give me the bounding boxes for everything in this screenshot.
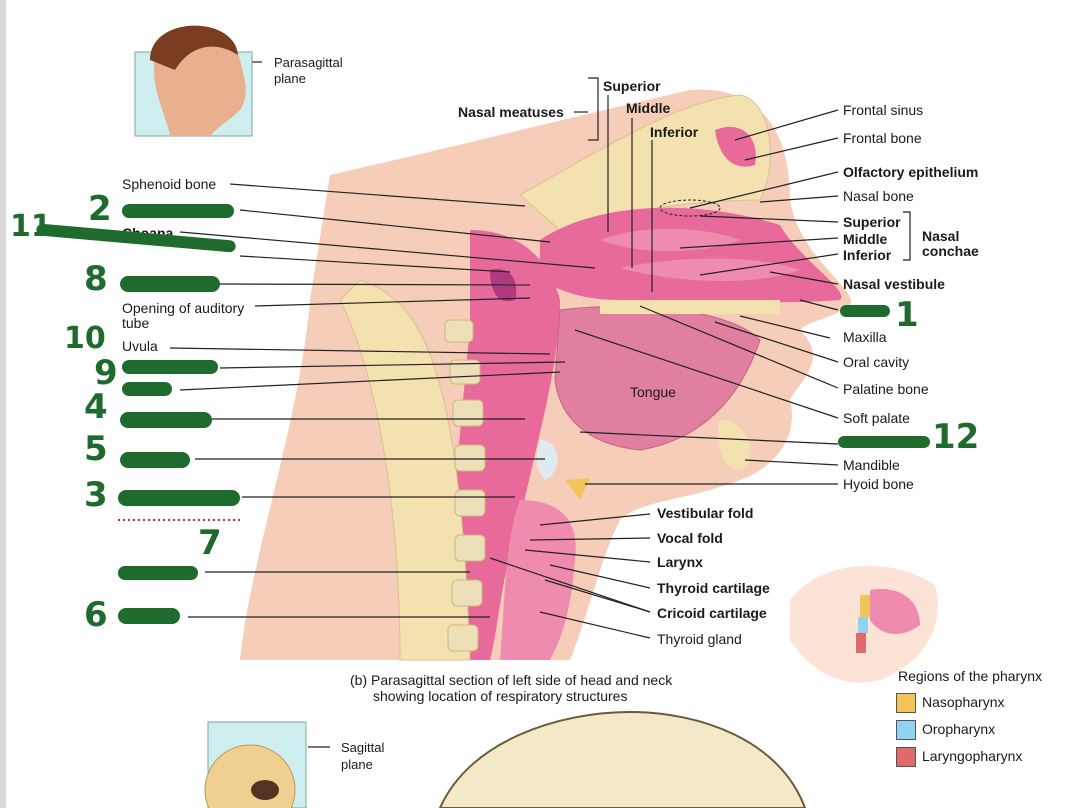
scribble-epiglottis xyxy=(120,452,190,468)
scribble-palatine-tonsil xyxy=(122,360,218,374)
scribble-nasopharynx xyxy=(120,276,220,292)
handwritten-10: 10 xyxy=(64,321,106,356)
concha-superior-label: Superior xyxy=(843,214,901,230)
tongue-label: Tongue xyxy=(630,384,676,400)
meatus-superior: Superior xyxy=(603,78,661,94)
scribble-fauces xyxy=(122,382,172,396)
handwritten-5: 5 xyxy=(84,429,108,469)
thyroid-gland-label: Thyroid gland xyxy=(657,631,742,647)
mandible-label: Mandible xyxy=(843,457,900,473)
scribble-oropharynx xyxy=(120,412,212,428)
sagittal-label-1: Sagittal xyxy=(341,740,385,755)
scribble-trachea-item xyxy=(118,566,198,580)
handwritten-4: 4 xyxy=(84,387,108,427)
handwritten-3: 3 xyxy=(84,475,108,515)
regions-mini-oropharynx xyxy=(858,617,868,633)
regions-mini-cavity xyxy=(870,589,920,635)
thyroid-cartilage-label: Thyroid cartilage xyxy=(657,580,770,596)
sagittal-label-2: plane xyxy=(341,757,373,772)
maxilla-label: Maxilla xyxy=(843,329,887,345)
handwritten-12: 12 xyxy=(932,417,980,457)
hard-palate-shape xyxy=(600,300,780,314)
scribble-lingual-tonsil xyxy=(838,436,930,448)
auditory-tube-label-1: Opening of auditory xyxy=(122,300,245,316)
hyoid-bone-label: Hyoid bone xyxy=(843,476,914,492)
vestibular-fold-label: Vestibular fold xyxy=(657,505,754,521)
olfactory-region-outline xyxy=(659,199,721,217)
scribble-laryngopharynx xyxy=(118,490,240,506)
oral-cavity-label: Oral cavity xyxy=(843,354,910,370)
legend-title: Regions of the pharynx xyxy=(898,668,1042,684)
palatine-bone-label: Palatine bone xyxy=(843,381,929,397)
handwritten-9: 9 xyxy=(94,353,118,393)
handwritten-8: 8 xyxy=(84,259,108,299)
larynx-label: Larynx xyxy=(657,554,703,570)
cricoid-cartilage-label: Cricoid cartilage xyxy=(657,605,767,621)
legend-swatch-oropharynx xyxy=(896,720,916,740)
olfactory-epithelium-label: Olfactory epithelium xyxy=(843,164,979,180)
nasal-meatuses-title: Nasal meatuses xyxy=(458,104,564,120)
nasal-bone-label: Nasal bone xyxy=(843,188,914,204)
soft-palate-label: Soft palate xyxy=(843,410,910,426)
caption-line-2: showing location of respiratory structur… xyxy=(373,688,628,704)
concha-shape xyxy=(600,228,740,252)
meatus-middle: Middle xyxy=(626,100,671,116)
regions-mini-laryngopharynx xyxy=(856,633,866,653)
page-edge xyxy=(0,0,6,808)
handwritten-11: 11 xyxy=(10,209,52,244)
scribble-nares xyxy=(840,305,890,317)
scribble-esophagus xyxy=(118,608,180,624)
parasagittal-label-1: Parasagittal xyxy=(274,55,343,70)
skull-thumbnail-orbit xyxy=(251,780,279,800)
nasal-cavity-shape xyxy=(540,207,842,303)
legend-swatch-laryngopharynx xyxy=(896,747,916,767)
legend-swatch-nasopharynx xyxy=(896,693,916,713)
frontal-sinus-label: Frontal sinus xyxy=(843,102,924,118)
concha-inferior-label: Inferior xyxy=(843,247,892,263)
caption-line-1: (b) Parasagittal section of left side of… xyxy=(350,672,673,688)
leader-lines xyxy=(169,61,911,748)
scribble-sphenoid-sinus xyxy=(122,204,234,218)
frontal-bone-label: Frontal bone xyxy=(843,130,922,146)
vocal-fold-label: Vocal fold xyxy=(657,530,723,546)
handwritten-1: 1 xyxy=(895,295,919,335)
meatus-inferior: Inferior xyxy=(650,124,699,140)
handwritten-6: 6 xyxy=(84,595,108,635)
sphenoid-bone-label: Sphenoid bone xyxy=(122,176,217,192)
uvula-label: Uvula xyxy=(122,338,158,354)
nasal-conchae-label-2: conchae xyxy=(922,243,979,259)
hyoid-shape xyxy=(565,478,590,500)
legend-label-laryngopharynx: Laryngopharynx xyxy=(922,748,1023,764)
concha-shape-2 xyxy=(620,258,800,282)
concha-middle-label: Middle xyxy=(843,231,888,247)
legend-label-oropharynx: Oropharynx xyxy=(922,721,996,737)
handwritten-7: 7 xyxy=(198,523,222,563)
auditory-tube-label-2: tube xyxy=(122,315,150,331)
cervical-spine-shape xyxy=(339,279,471,661)
epiglottis-shape xyxy=(536,440,558,480)
parasagittal-label-2: plane xyxy=(274,71,306,86)
head-thumbnail-hair xyxy=(150,25,238,70)
legend-label-nasopharynx: Nasopharynx xyxy=(922,694,1005,710)
nasal-vestibule-label: Nasal vestibule xyxy=(843,276,945,292)
handwritten-2: 2 xyxy=(88,189,112,229)
mandible-shape xyxy=(718,420,751,470)
regions-mini-nasopharynx xyxy=(860,595,870,617)
nasal-conchae-label-1: Nasal xyxy=(922,228,960,244)
bottom-skull-shape xyxy=(438,710,807,808)
